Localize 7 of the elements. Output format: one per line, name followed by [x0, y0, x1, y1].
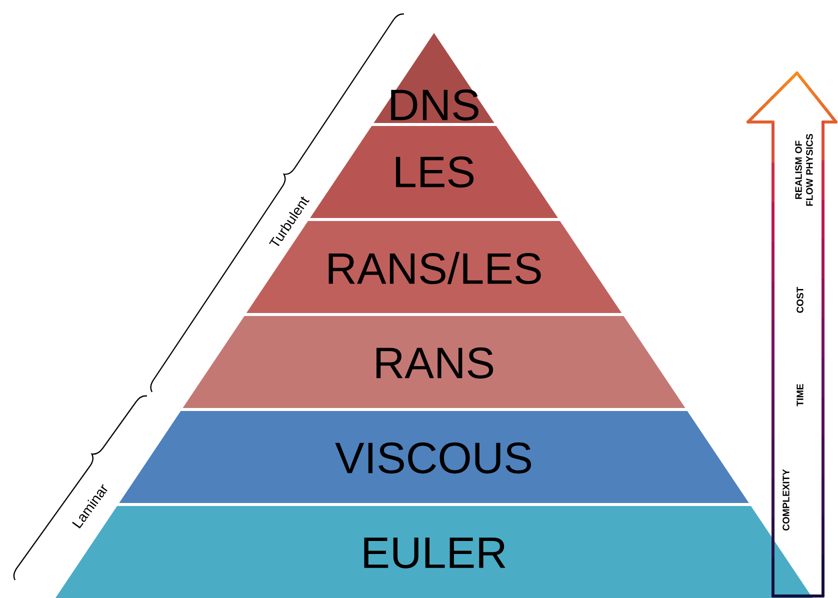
pyramid-band: VISCOUS — [119, 411, 749, 503]
pyramid-band: RANS — [182, 316, 686, 408]
arrow-label: REALISM OF FLOW PHYSICS — [795, 134, 813, 206]
pyramid-band: LES — [310, 126, 558, 218]
arrow-label: TIME — [796, 384, 804, 406]
arrow-label: COST — [796, 286, 804, 313]
pyramid-band: DNS — [374, 33, 494, 123]
